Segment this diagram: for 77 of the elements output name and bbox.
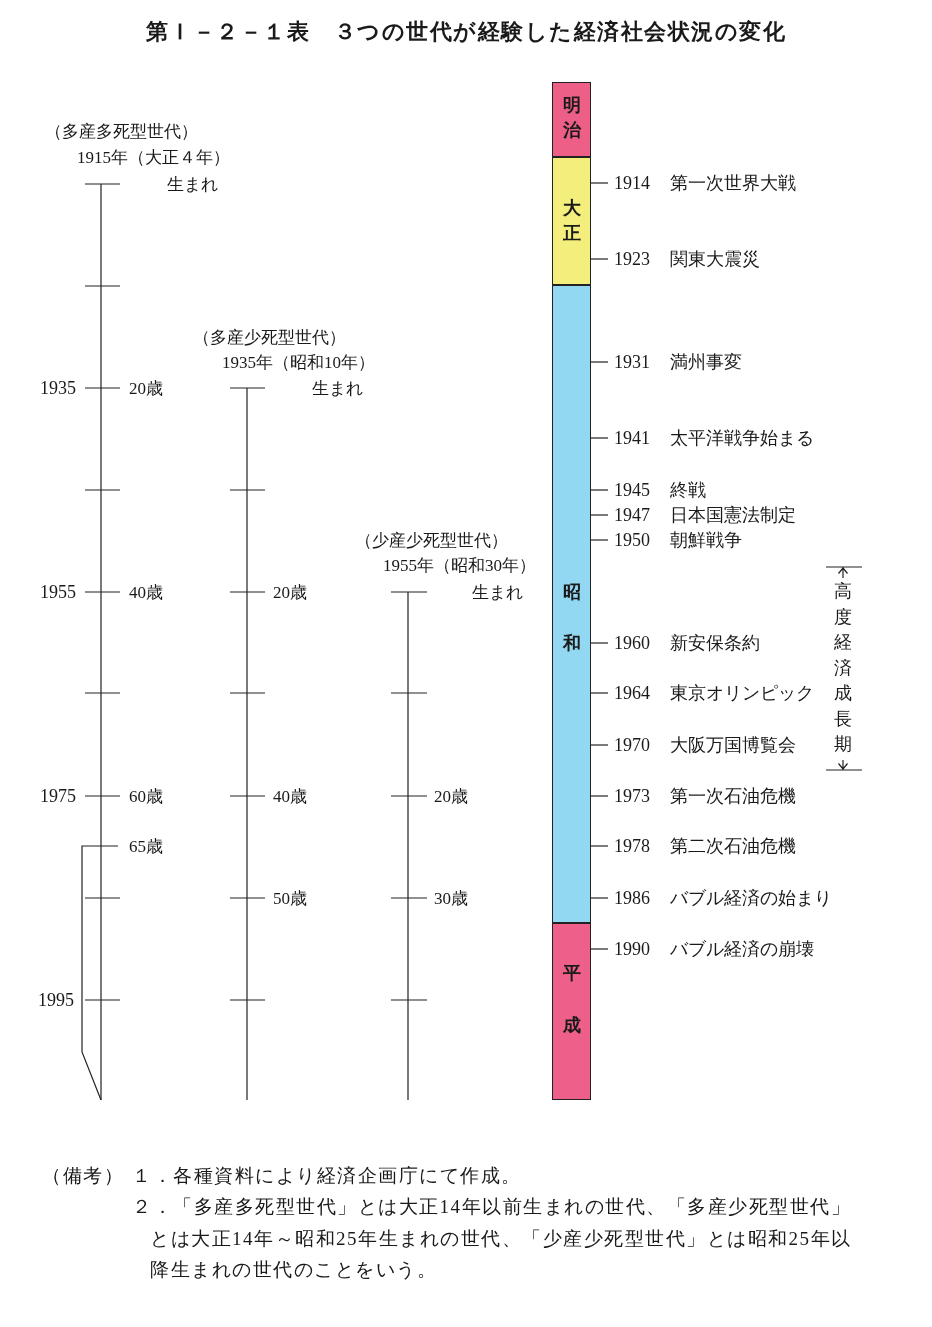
tick-line <box>590 361 609 363</box>
age-label: 40歳 <box>129 581 163 603</box>
generation-name: （多産多死型世代） <box>45 120 198 142</box>
event-label: 第一次石油危機 <box>670 785 796 807</box>
tick-line <box>590 182 609 184</box>
birth-year-label: 1915年（大正４年） <box>77 146 230 168</box>
age-label: 65歳 <box>129 835 163 857</box>
event-label: 終戦 <box>670 479 706 501</box>
era-label: 昭和 <box>562 580 581 655</box>
birth-year-label: 1935年（昭和10年） <box>222 351 375 373</box>
tick-line <box>590 514 609 516</box>
age-label: 50歳 <box>273 887 307 909</box>
era-label: 大正 <box>562 196 581 245</box>
age-label: 20歳 <box>129 377 163 399</box>
era-band <box>552 82 591 157</box>
event-label: 東京オリンピック <box>670 682 814 704</box>
tick-line <box>590 692 609 694</box>
event-label: 満州事変 <box>670 351 742 373</box>
birth-label: 生まれ <box>167 173 218 195</box>
event-label: バブル経済の始まり <box>670 887 832 909</box>
year-label: 1995 <box>38 989 74 1011</box>
event-year: 1914 <box>608 172 650 194</box>
tick-line <box>590 489 609 491</box>
tick-line <box>590 437 609 439</box>
tick-line <box>590 845 609 847</box>
era-label: 平成 <box>562 960 581 1037</box>
tick-line <box>590 948 609 950</box>
event-year: 1950 <box>608 529 650 551</box>
event-year: 1923 <box>608 248 650 270</box>
year-label: 1975 <box>40 785 76 807</box>
year-label: 1935 <box>40 377 76 399</box>
generation-name: （少産少死型世代） <box>355 529 508 551</box>
event-year: 1970 <box>608 734 650 756</box>
event-year: 1978 <box>608 835 650 857</box>
birth-year-label: 1955年（昭和30年） <box>383 554 536 576</box>
event-year: 1973 <box>608 785 650 807</box>
age-label: 20歳 <box>434 785 468 807</box>
age-label: 40歳 <box>273 785 307 807</box>
year-label: 1955 <box>40 581 76 603</box>
event-label: 朝鮮戦争 <box>670 529 742 551</box>
note-text: ２．「多産多死型世代」とは大正14年以前生まれの世代、「多産少死型世代」とは大正14年～昭和25年生まれの世代、「少産少死型世代」とは昭和25年以降生まれの世代のことをいう。 <box>132 1195 853 1282</box>
tick-line <box>590 258 609 260</box>
era-band <box>552 157 591 285</box>
era-band <box>552 285 591 923</box>
event-year: 1986 <box>608 887 650 909</box>
age-label: 20歳 <box>273 581 307 603</box>
event-year: 1990 <box>608 938 650 960</box>
event-year: 1960 <box>608 632 650 654</box>
chart-title: 第Ｉ－２－１表 ３つの世代が経験した経済社会状況の変化 <box>145 18 787 46</box>
event-label: 大阪万国博覧会 <box>670 734 796 756</box>
event-label: バブル経済の崩壊 <box>670 938 814 960</box>
era-label: 明治 <box>562 93 581 142</box>
event-label: 日本国憲法制定 <box>670 504 796 526</box>
era-band <box>552 923 591 1100</box>
event-year: 1964 <box>608 682 650 704</box>
event-year: 1947 <box>608 504 650 526</box>
note-text: １．各種資料により経済企画庁にて作成。 <box>132 1163 522 1187</box>
tick-line <box>590 642 609 644</box>
event-label: 第二次石油危機 <box>670 835 796 857</box>
tick-line <box>590 795 609 797</box>
event-label: 第一次世界大戦 <box>670 172 796 194</box>
tick-line <box>590 744 609 746</box>
tick-line <box>590 897 609 899</box>
event-label: 新安保条約 <box>670 632 760 654</box>
birth-label: 生まれ <box>312 377 363 399</box>
period-label: 高度経済成長期 <box>834 580 852 756</box>
age-label: 30歳 <box>434 887 468 909</box>
birth-label: 生まれ <box>472 581 523 603</box>
generation-name: （多産少死型世代） <box>193 326 346 348</box>
event-year: 1941 <box>608 427 650 449</box>
event-label: 関東大震災 <box>670 248 760 270</box>
age-label: 60歳 <box>129 785 163 807</box>
notes-heading: （備考） <box>42 1163 124 1187</box>
event-year: 1931 <box>608 351 650 373</box>
event-year: 1945 <box>608 479 650 501</box>
tick-line <box>590 539 609 541</box>
event-label: 太平洋戦争始まる <box>670 427 814 449</box>
